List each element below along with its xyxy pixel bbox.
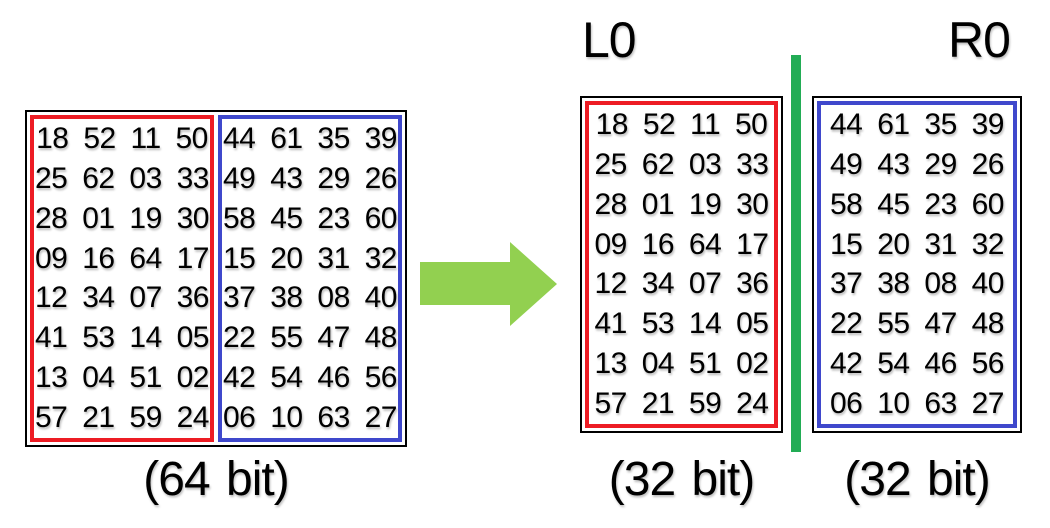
matrix-row: 09 16 64 17	[35, 241, 209, 275]
input-left-half-box: 18 52 11 50 25 62 03 33 28 01 19 30 09 16 6…	[30, 115, 214, 442]
matrix-row: 06 10 63 27	[830, 387, 1004, 421]
matrix-row: 41 53 14 05	[35, 321, 209, 355]
r0-caption: (32 bit)	[844, 453, 990, 506]
l0-title: L0	[582, 12, 637, 68]
matrix-row: 44 61 35 39	[830, 107, 1004, 141]
matrix-row: 49 43 29 26	[223, 161, 397, 195]
matrix-row: 25 62 03 33	[594, 147, 769, 181]
l0-box: 18 52 11 50 25 62 03 33 28 01 19 30 09 16 6…	[580, 96, 783, 433]
r0-title: R0	[948, 12, 1011, 68]
r0-inner-box: 44 61 35 39 49 43 29 26 58 45 23 60 15 20 3…	[817, 101, 1017, 428]
matrix-row: 57 21 59 24	[594, 387, 769, 421]
matrix-row: 06 10 63 27	[223, 401, 397, 435]
matrix-row: 13 04 51 02	[35, 361, 209, 395]
matrix-row: 25 62 03 33	[35, 161, 209, 195]
l0-caption: (32 bit)	[608, 453, 755, 506]
matrix-row: 41 53 14 05	[594, 307, 769, 341]
matrix-row: 58 45 23 60	[223, 201, 397, 235]
caption-64bit: (64 bit)	[143, 453, 289, 506]
matrix-row: 58 45 23 60	[830, 187, 1004, 221]
matrix-row: 57 21 59 24	[35, 401, 209, 435]
l0-matrix: 18 52 11 50 25 62 03 33 28 01 19 30 09 16 6…	[589, 105, 774, 424]
matrix-row: 22 55 47 48	[223, 321, 397, 355]
l0-r0-divider-line	[791, 55, 801, 452]
input-left-half-matrix: 18 52 11 50 25 62 03 33 28 01 19 30 09 16 6…	[34, 119, 210, 438]
matrix-row: 37 38 08 40	[223, 281, 397, 315]
matrix-row: 42 54 46 56	[830, 347, 1004, 381]
matrix-row: 15 20 31 32	[223, 241, 397, 275]
input-right-half-box: 44 61 35 39 49 43 29 26 58 45 23 60 15 20 3…	[218, 115, 402, 442]
matrix-row: 18 52 11 50	[36, 121, 208, 155]
matrix-row: 37 38 08 40	[830, 267, 1004, 301]
matrix-row: 12 34 07 36	[594, 267, 769, 301]
matrix-row: 12 34 07 36	[35, 281, 209, 315]
matrix-row: 44 61 35 39	[223, 121, 397, 155]
right-arrow-icon	[420, 242, 557, 326]
r0-box: 44 61 35 39 49 43 29 26 58 45 23 60 15 20 3…	[812, 96, 1022, 433]
matrix-row: 42 54 46 56	[223, 361, 397, 395]
matrix-row: 09 16 64 17	[594, 227, 769, 261]
matrix-row: 28 01 19 30	[35, 201, 209, 235]
matrix-row: 49 43 29 26	[830, 147, 1004, 181]
input-block-64bit: 18 52 11 50 25 62 03 33 28 01 19 30 09 16 6…	[25, 110, 407, 447]
input-right-half-matrix: 44 61 35 39 49 43 29 26 58 45 23 60 15 20 3…	[222, 119, 398, 438]
matrix-row: 28 01 19 30	[594, 187, 769, 221]
r0-matrix: 44 61 35 39 49 43 29 26 58 45 23 60 15 20 3…	[821, 105, 1013, 424]
matrix-row: 13 04 51 02	[594, 347, 769, 381]
matrix-row: 15 20 31 32	[830, 227, 1004, 261]
l0-inner-box: 18 52 11 50 25 62 03 33 28 01 19 30 09 16 6…	[585, 101, 778, 428]
matrix-row: 22 55 47 48	[830, 307, 1004, 341]
matrix-row: 18 52 11 50	[595, 107, 768, 141]
